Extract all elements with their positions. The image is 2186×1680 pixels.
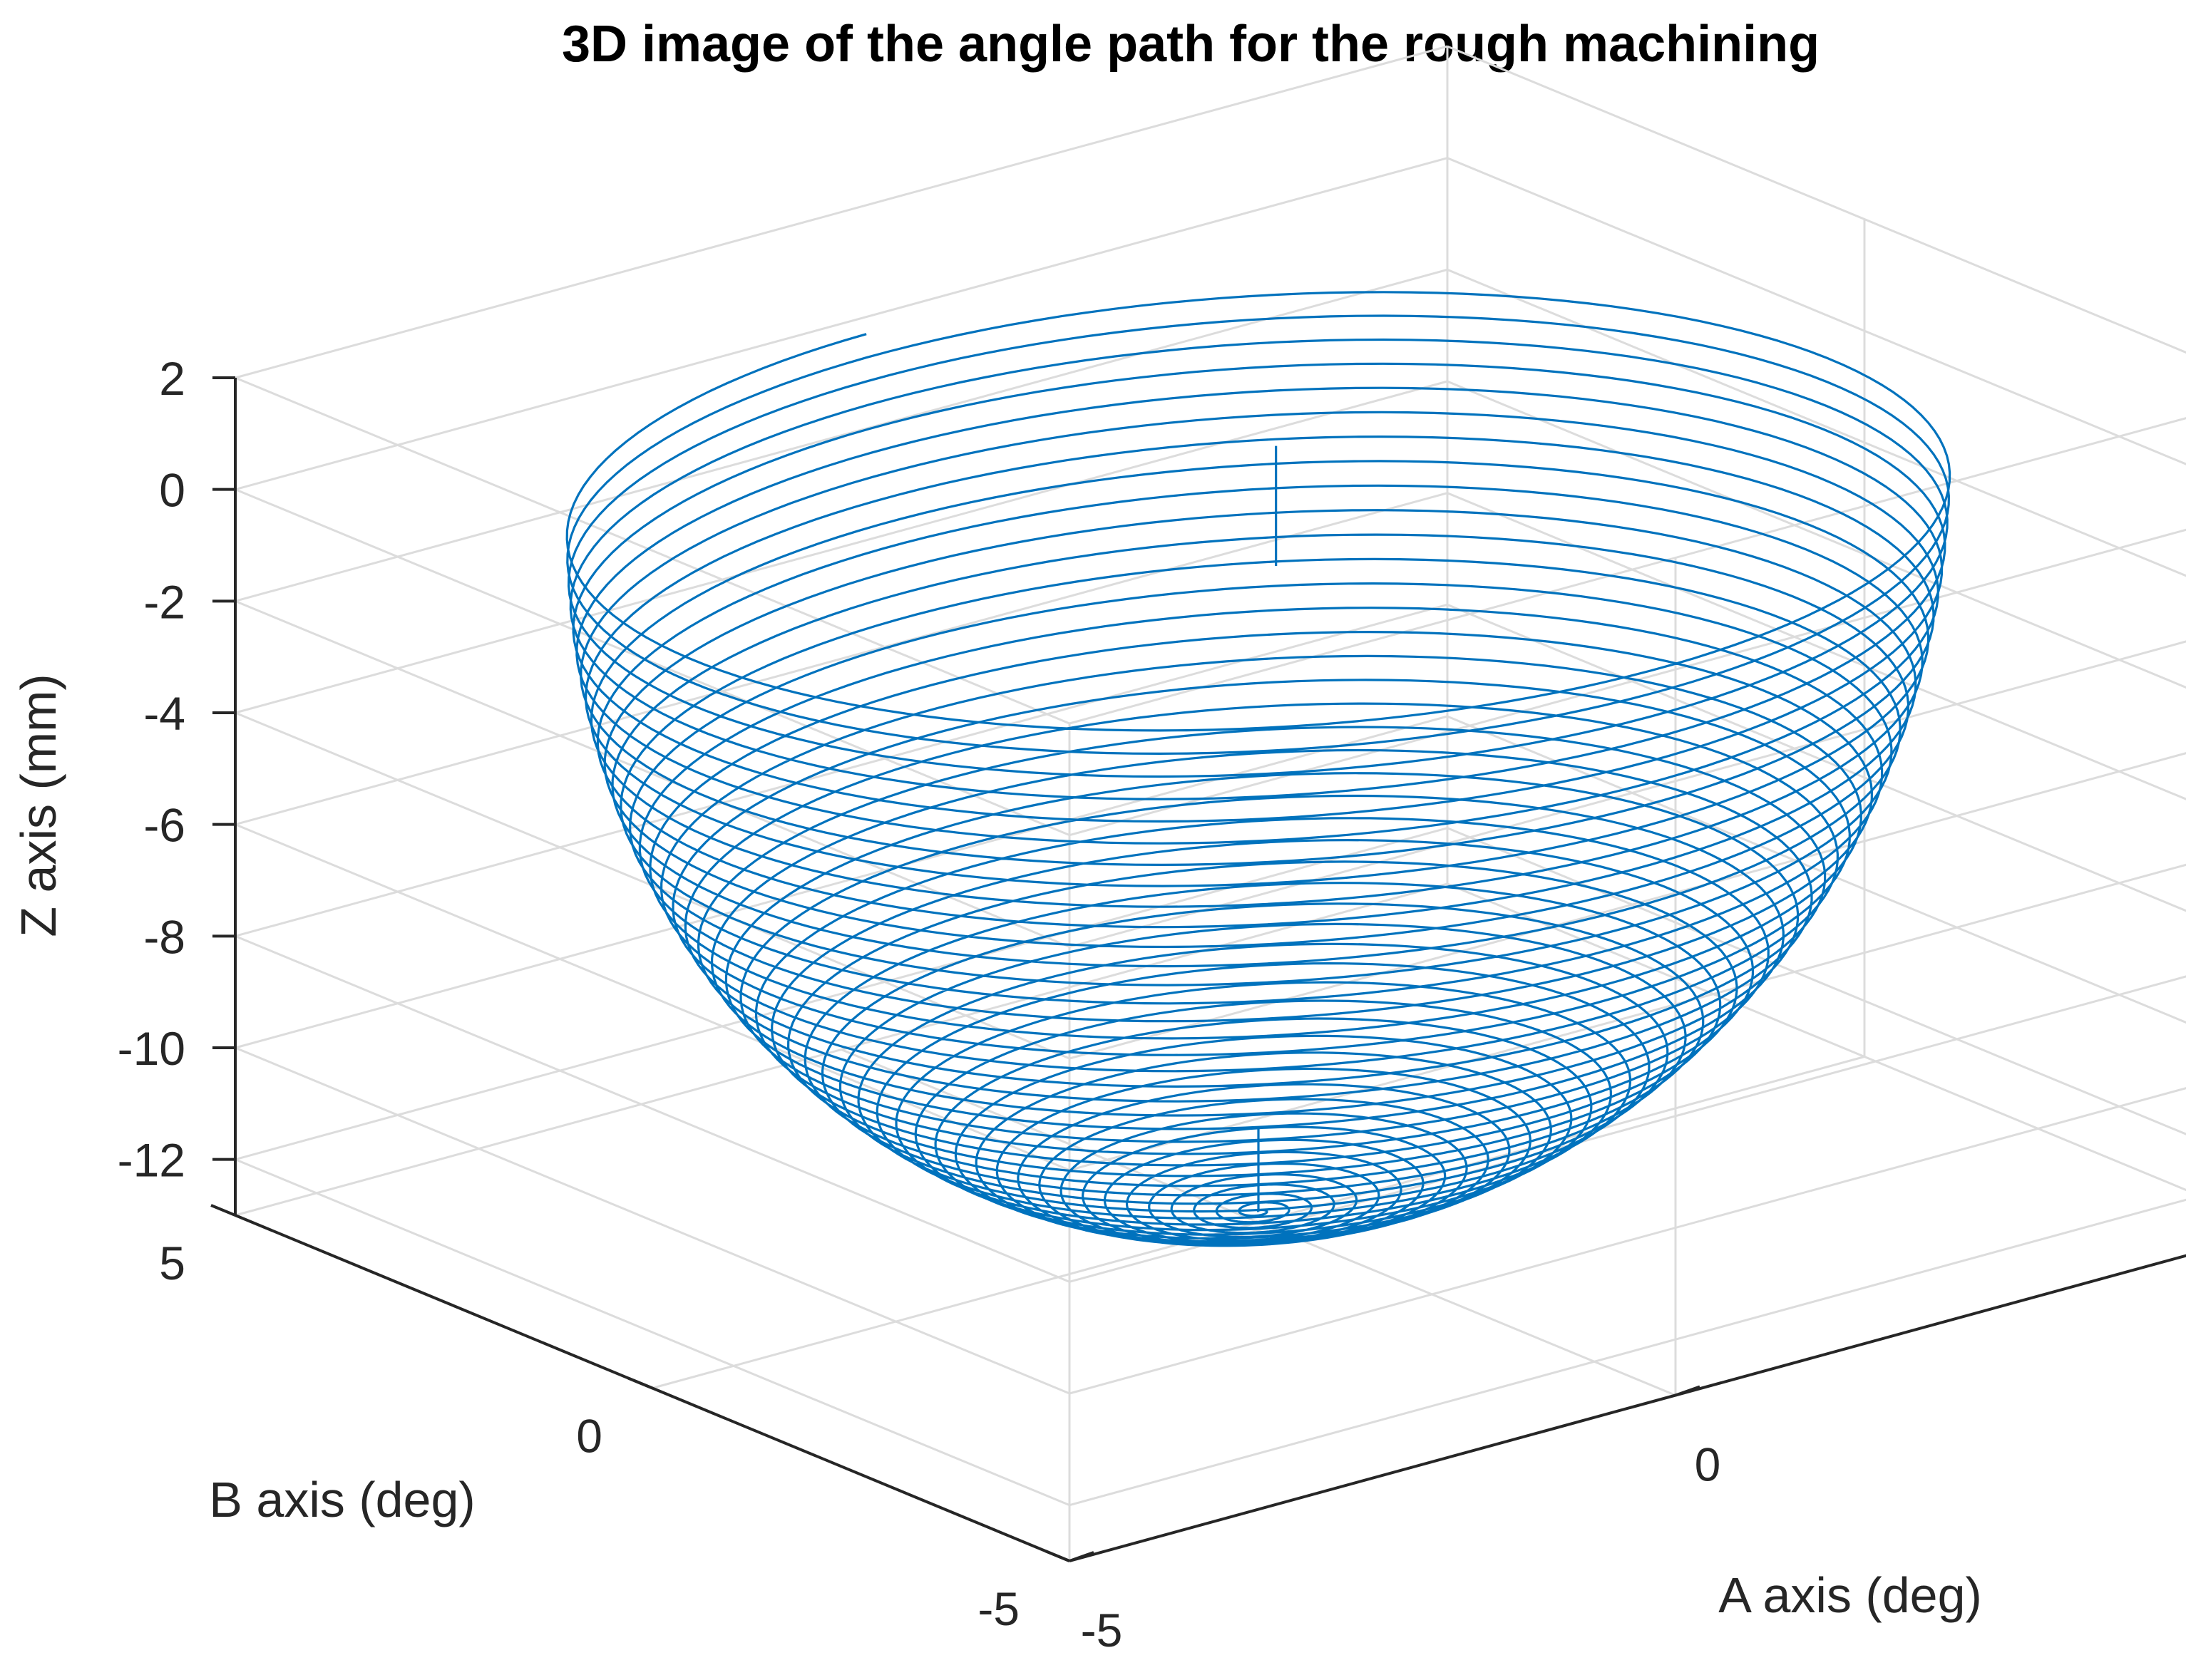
wall-gridline-z bbox=[235, 934, 1070, 1283]
x-tick-mark bbox=[1069, 1551, 1094, 1562]
floor-gridline-b bbox=[235, 882, 1448, 1217]
z-tick-label: -10 bbox=[118, 1022, 185, 1075]
z-tick-label: -12 bbox=[118, 1134, 185, 1187]
z-tick-label: -4 bbox=[143, 687, 185, 740]
wall-gridline-z bbox=[235, 157, 1448, 491]
tick-labels: 20-2-4-6-8-10-12-505-505 bbox=[118, 352, 1721, 1656]
wall-gridline-z bbox=[235, 488, 1070, 837]
x-axis-label: A axis (deg) bbox=[1718, 1567, 1982, 1623]
y-tick-label: -5 bbox=[977, 1582, 1020, 1635]
z-tick-label: -2 bbox=[143, 575, 185, 628]
angle-path bbox=[565, 291, 1951, 1247]
wall-gridline-z bbox=[235, 376, 1070, 725]
axes bbox=[210, 376, 2186, 1562]
wall-gridline-z bbox=[235, 823, 1070, 1172]
y-tick-label: 0 bbox=[576, 1410, 602, 1463]
x-tick-mark bbox=[1675, 1385, 1700, 1397]
z-tick-label: -8 bbox=[143, 910, 185, 963]
chart-title: 3D image of the angle path for the rough… bbox=[562, 16, 1820, 73]
x-tick-label: -5 bbox=[1081, 1604, 1123, 1656]
x-tick-label: 0 bbox=[1695, 1438, 1721, 1491]
wall-gridline-z bbox=[235, 268, 1448, 602]
wall-gridline-z bbox=[235, 45, 1448, 379]
y-tick-label: 5 bbox=[159, 1237, 185, 1289]
z-axis-label: Z axis (mm) bbox=[11, 674, 66, 937]
wall-gridline-z bbox=[235, 380, 1448, 714]
z-tick-label: 2 bbox=[159, 352, 185, 405]
wall-gridline-z bbox=[235, 1046, 1070, 1395]
wall-gridline-z bbox=[235, 715, 1448, 1049]
y-tick-mark bbox=[210, 1204, 236, 1217]
y-axis-label: B axis (deg) bbox=[209, 1472, 475, 1527]
wall-gridline-z bbox=[235, 1158, 1070, 1507]
z-tick-label: -6 bbox=[143, 799, 185, 852]
wall-gridline-z bbox=[235, 599, 1070, 948]
wall-gridline-z bbox=[235, 492, 1448, 826]
z-tick-label: 0 bbox=[159, 464, 185, 517]
y-tick-mark bbox=[627, 1376, 653, 1390]
spiral-path-line bbox=[565, 291, 1951, 1247]
y-tick-mark bbox=[1045, 1550, 1070, 1562]
